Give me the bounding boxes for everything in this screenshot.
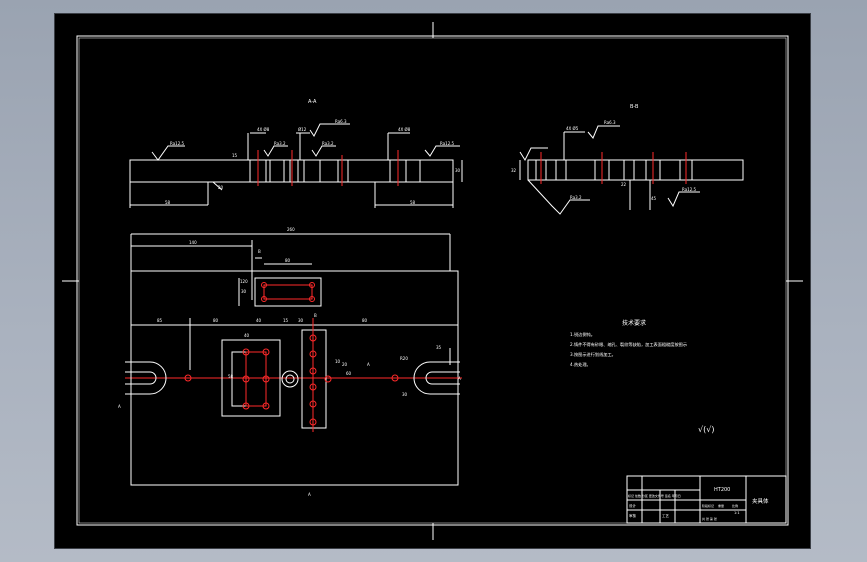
dim-60: 60 — [346, 371, 352, 376]
note-4: 4.热处理。 — [570, 361, 591, 368]
title-block: HT200 夹具体 标记 处数 分区 更改文件号 签名 年月日 设计 审核 工艺… — [626, 475, 787, 524]
dim-section-d6: 58 — [165, 200, 171, 205]
title-weight: 重量 — [718, 503, 724, 508]
dim-30b: 30 — [402, 392, 408, 397]
title-part-name: 夹具体 — [752, 497, 769, 505]
section-mark-b-bottom: B — [314, 313, 317, 318]
dim-15: 15 — [283, 318, 289, 323]
dim-left-offset: 140 — [189, 240, 197, 245]
roughness-r5: Ra3.2 — [322, 141, 334, 146]
title-row-process: 工艺 — [662, 513, 670, 518]
dim-30: 30 — [298, 318, 304, 323]
title-material: HT200 — [714, 487, 730, 493]
title-row-review: 审核 — [629, 513, 637, 518]
section-b-b-view: B-B Ra6.3 4X Ø5 Ra3.2 Ra12.5 45 22 32 — [511, 104, 744, 215]
dim-pocket-58: 58 — [228, 374, 234, 379]
dim-section-d5: 30 — [455, 168, 461, 173]
drawing-canvas[interactable] — [54, 13, 811, 549]
dim-section-d4: 15 — [232, 153, 238, 158]
title-row-design: 设计 — [629, 503, 637, 508]
other-roughness-symbol: √(√) — [698, 425, 714, 434]
roughness-r2: Ra6.3 — [335, 119, 347, 124]
section-mark-a-bottom: A — [308, 492, 311, 497]
inner-border — [78, 37, 787, 524]
dim-section-d7: 4X Ø5 — [566, 126, 579, 131]
dim-80: 80 — [213, 318, 219, 323]
dim-10: 10 — [335, 359, 341, 364]
roughness-r6: Ra6.3 — [604, 120, 616, 125]
dim-overall-width: 260 — [287, 227, 295, 232]
note-3: 3.按图示进行划线加工。 — [570, 351, 616, 358]
title-scale: 1:1 — [734, 511, 740, 515]
plan-view: 260 140 80 30 120 B 85 80 15 30 80 40 B — [118, 227, 462, 497]
dim-slot-width: 80 — [285, 258, 291, 263]
roughness-r3: Ra3.2 — [274, 141, 286, 146]
roughness-r1: Ra12.5 — [170, 141, 185, 146]
section-mark-a-right: A — [367, 362, 370, 367]
title-scale-label: 比例 — [732, 503, 738, 508]
dim-section-d8: 20 — [218, 185, 224, 190]
roughness-r8: Ra12.5 — [682, 187, 697, 192]
note-2: 2.铸件不得有砂眼、缩孔、裂纹等缺陷，加工表面粗糙度按图示 — [570, 341, 687, 348]
dim-section-d3: 4X Ø8 — [398, 127, 411, 132]
dim-section-d10: 45 — [651, 196, 657, 201]
roughness-r4: Ra12.5 — [440, 141, 455, 146]
title-row-revision: 标记 处数 分区 更改文件号 签名 年月日 — [628, 493, 681, 498]
dim-pocket-40: 40 — [244, 333, 250, 338]
dim-20: 20 — [342, 362, 348, 367]
dim-section-d2: Ø12 — [298, 127, 307, 132]
section-mark-b-top: B — [258, 249, 261, 254]
dim-80b: 80 — [362, 318, 368, 323]
dim-section-d1: 4X Ø8 — [257, 127, 270, 132]
dim-r20: R20 — [400, 356, 408, 361]
title-stage: 阶段标记 — [702, 503, 714, 508]
notes-title: 技术要求 — [622, 319, 646, 327]
section-bb-label: B-B — [630, 104, 639, 110]
dim-85: 85 — [157, 318, 163, 323]
outer-border — [76, 35, 789, 526]
dim-120: 120 — [240, 279, 248, 284]
note-1: 1.锐边倒钝。 — [570, 331, 595, 338]
section-a-a-view: A-A Ra12.5 Ra3.2 Ra6.3 Ra3.2 Ra12.5 — [129, 99, 463, 208]
technical-notes: 技术要求 1.锐边倒钝。 2.铸件不得有砂眼、缩孔、裂纹等缺陷，加工表面粗糙度按… — [570, 319, 714, 434]
dim-section-d6b: 58 — [410, 200, 416, 205]
dim-section-d11: 32 — [511, 168, 517, 173]
section-mark-a-left: A — [118, 404, 121, 409]
dim-35: 35 — [436, 345, 442, 350]
dim-slot-height: 30 — [241, 289, 247, 294]
section-mark-a-right2: A — [458, 376, 461, 381]
roughness-r7: Ra3.2 — [570, 195, 582, 200]
section-aa-label: A-A — [308, 99, 317, 105]
title-sheet: 共 张 第 张 — [702, 516, 717, 521]
dim-section-d9: 22 — [621, 182, 627, 187]
dim-40: 40 — [256, 318, 262, 323]
